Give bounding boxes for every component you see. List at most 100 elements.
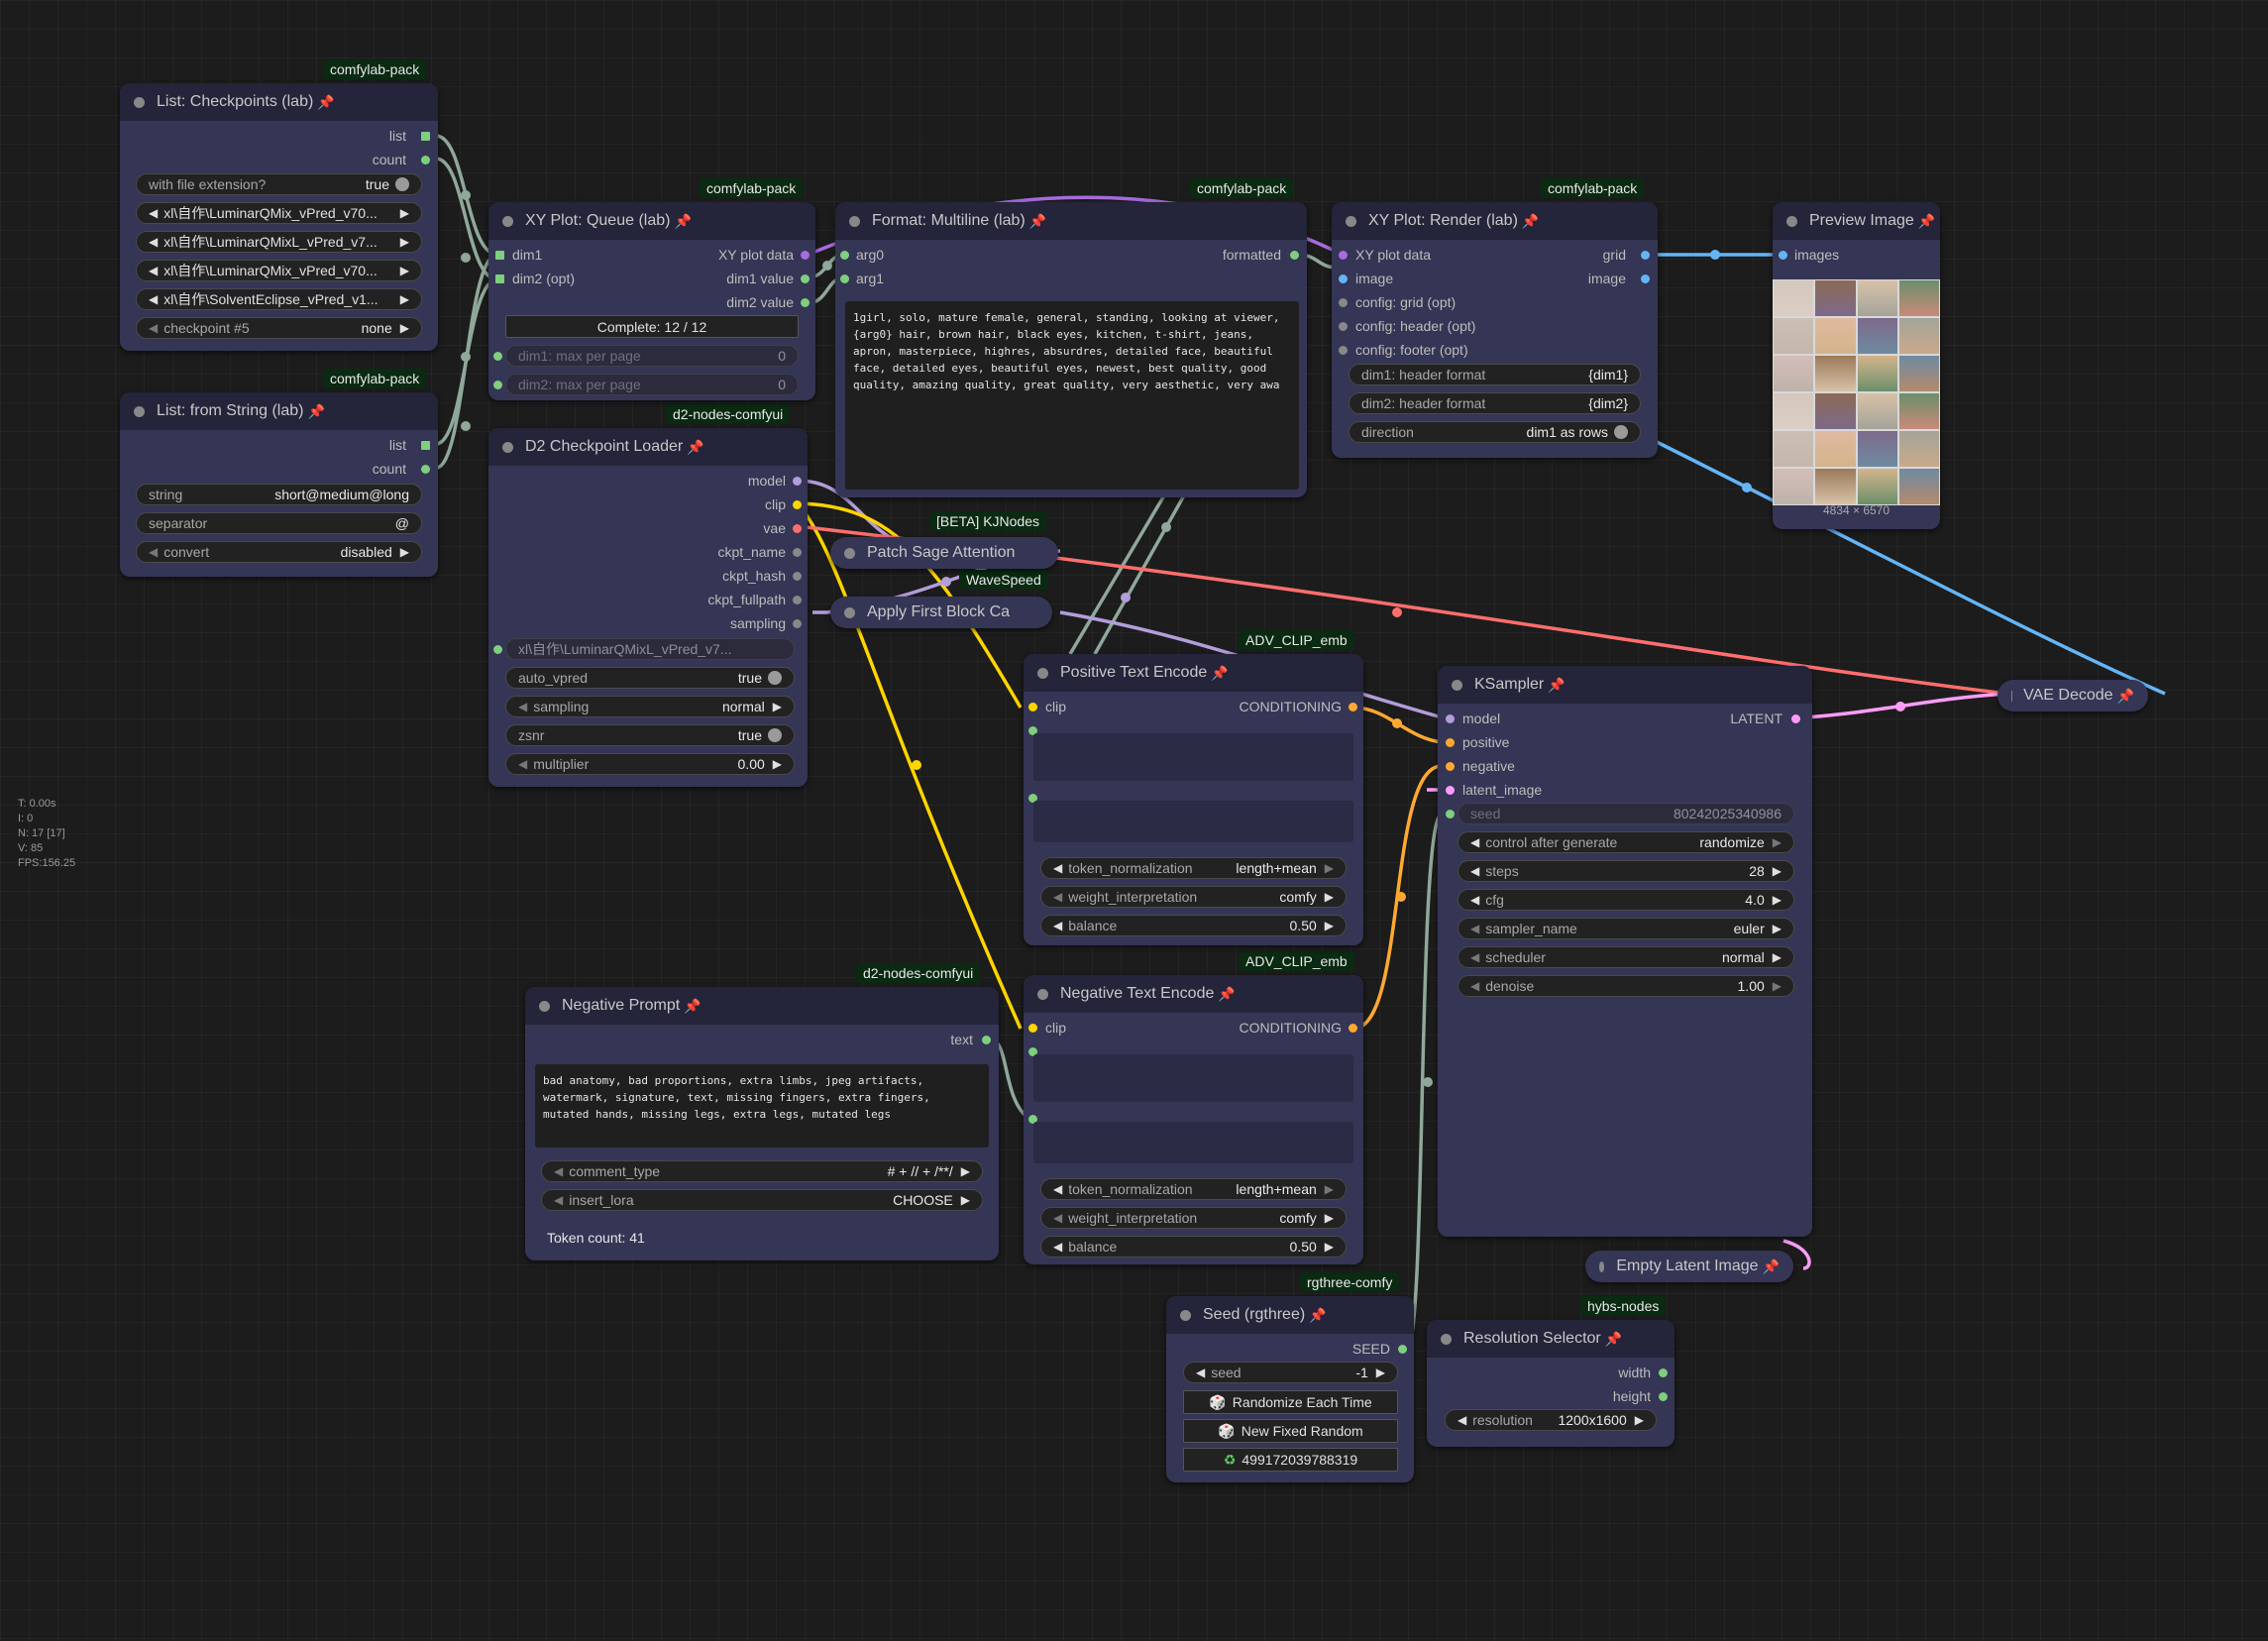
collapse-dot[interactable] (849, 215, 860, 227)
node-format-multiline[interactable]: Format: Multiline (lab)📌 arg0 arg1 forma… (835, 202, 1307, 497)
text-input-area[interactable] (1033, 1054, 1353, 1102)
collapse-dot[interactable] (1452, 679, 1462, 691)
input-text-slot[interactable] (1028, 1047, 1037, 1056)
dim2-header-format[interactable]: dim2: header format{dim2} (1349, 392, 1641, 414)
collapse-dot[interactable] (502, 215, 513, 227)
output-latent-slot[interactable] (1791, 714, 1800, 723)
node-title[interactable]: Positive Text Encode📌 (1024, 654, 1363, 692)
input-footer-slot[interactable] (1339, 346, 1348, 355)
output-conditioning-slot[interactable] (1349, 1024, 1357, 1033)
output-formatted-slot[interactable] (1290, 251, 1299, 260)
output-image-slot[interactable] (1641, 274, 1650, 283)
input-positive-slot[interactable] (1446, 738, 1455, 747)
collapse-dot[interactable] (1037, 667, 1048, 679)
node-positive-text-encode[interactable]: Positive Text Encode📌 clip CONDITIONING … (1024, 654, 1363, 945)
ext-toggle[interactable]: with file extension?true (136, 173, 422, 195)
collapse-dot[interactable] (502, 441, 513, 453)
node-title[interactable]: Resolution Selector📌 (1427, 1320, 1674, 1358)
node-title[interactable]: Negative Prompt📌 (525, 987, 999, 1025)
new-fixed-random-button[interactable]: 🎲New Fixed Random (1183, 1419, 1398, 1443)
input-model-slot[interactable] (1446, 714, 1455, 723)
input-clip-slot[interactable] (1028, 703, 1037, 711)
preview-image-grid[interactable] (1773, 279, 1940, 505)
pin-icon[interactable]: 📌 (307, 402, 325, 419)
collapse-dot[interactable] (134, 96, 145, 108)
checkpoint-combo-2[interactable]: ◀xl\自作\LuminarQMixL_vPred_v7...▶ (136, 231, 422, 253)
node-empty-latent-image[interactable]: Empty Latent Image📌 (1585, 1251, 1793, 1282)
input-text2-slot[interactable] (1028, 794, 1037, 803)
input-images-slot[interactable] (1779, 251, 1787, 260)
collapse-dot[interactable] (1346, 215, 1356, 227)
collapse-dot[interactable] (1180, 1309, 1191, 1321)
pin-icon[interactable]: 📌 (1548, 676, 1566, 693)
format-textarea[interactable]: 1girl, solo, mature female, general, sta… (845, 301, 1299, 490)
pin-icon[interactable]: 📌 (317, 93, 335, 110)
input-image-slot[interactable] (1339, 274, 1348, 283)
node-title[interactable]: List: Checkpoints (lab)📌 (120, 83, 438, 121)
input-ckpt-slot[interactable] (493, 645, 502, 654)
collapse-dot[interactable] (539, 1000, 550, 1012)
input-text2-slot[interactable] (1028, 1115, 1037, 1124)
collapse-dot[interactable] (1037, 988, 1048, 1000)
node-patch-sage-attention[interactable]: Patch Sage Attention (830, 537, 1058, 569)
node-title[interactable]: XY Plot: Render (lab)📌 (1332, 202, 1658, 240)
node-seed-rgthree[interactable]: Seed (rgthree)📌 SEED ◀seed-1▶ 🎲Randomize… (1166, 1296, 1414, 1482)
pin-icon[interactable]: 📌 (2116, 687, 2134, 704)
randomize-each-time-button[interactable]: 🎲Randomize Each Time (1183, 1390, 1398, 1414)
output-ckpt-hash-slot[interactable] (793, 572, 802, 581)
input-arg0-slot[interactable] (840, 251, 849, 260)
pin-icon[interactable]: 📌 (684, 997, 702, 1014)
node-title[interactable]: Preview Image📌 (1773, 202, 1940, 240)
output-model-slot[interactable] (793, 477, 802, 486)
output-text-slot[interactable] (982, 1036, 991, 1044)
dim1-header-format[interactable]: dim1: header format{dim1} (1349, 364, 1641, 385)
pin-icon[interactable]: 📌 (1762, 1258, 1780, 1274)
recycle-seed-button[interactable]: ♻499172039788319 (1183, 1448, 1398, 1472)
input-clip-slot[interactable] (1028, 1024, 1037, 1033)
output-height-slot[interactable] (1659, 1392, 1668, 1401)
ckpt-name-combo[interactable]: xl\自作\LuminarQMixL_vPred_v7... (505, 638, 795, 660)
seed-number[interactable]: ◀seed-1▶ (1183, 1362, 1398, 1383)
output-width-slot[interactable] (1659, 1368, 1668, 1377)
input-plot-slot[interactable] (1339, 251, 1348, 260)
collapse-dot[interactable] (844, 606, 855, 618)
output-grid-slot[interactable] (1641, 251, 1650, 260)
pin-icon[interactable]: 📌 (1211, 664, 1229, 681)
negative-prompt-textarea[interactable]: bad anatomy, bad proportions, extra limb… (535, 1064, 989, 1148)
input-max2-slot[interactable] (493, 381, 502, 389)
node-title[interactable]: Format: Multiline (lab)📌 (835, 202, 1307, 240)
output-ckpt-fullpath-slot[interactable] (793, 596, 802, 604)
input-max1-slot[interactable] (493, 352, 502, 361)
node-title[interactable]: Seed (rgthree)📌 (1166, 1296, 1414, 1334)
input-grid-slot[interactable] (1339, 298, 1348, 307)
text-input-area-2[interactable] (1033, 1122, 1353, 1163)
output-seed-slot[interactable] (1398, 1345, 1407, 1354)
separator-field[interactable]: separator@ (136, 512, 422, 534)
input-seed-slot[interactable] (1446, 810, 1455, 819)
output-list-slot[interactable] (421, 132, 430, 141)
output-count-slot[interactable] (421, 156, 430, 164)
input-header-slot[interactable] (1339, 322, 1348, 331)
text-input-area-2[interactable] (1033, 801, 1353, 842)
node-xy-render[interactable]: XY Plot: Render (lab)📌 XY plot data imag… (1332, 202, 1658, 458)
output-count-slot[interactable] (421, 465, 430, 474)
collapse-dot[interactable] (1786, 215, 1797, 227)
node-title[interactable]: KSampler📌 (1438, 666, 1812, 704)
node-ksampler[interactable]: KSampler📌 model positive negative latent… (1438, 666, 1812, 1237)
